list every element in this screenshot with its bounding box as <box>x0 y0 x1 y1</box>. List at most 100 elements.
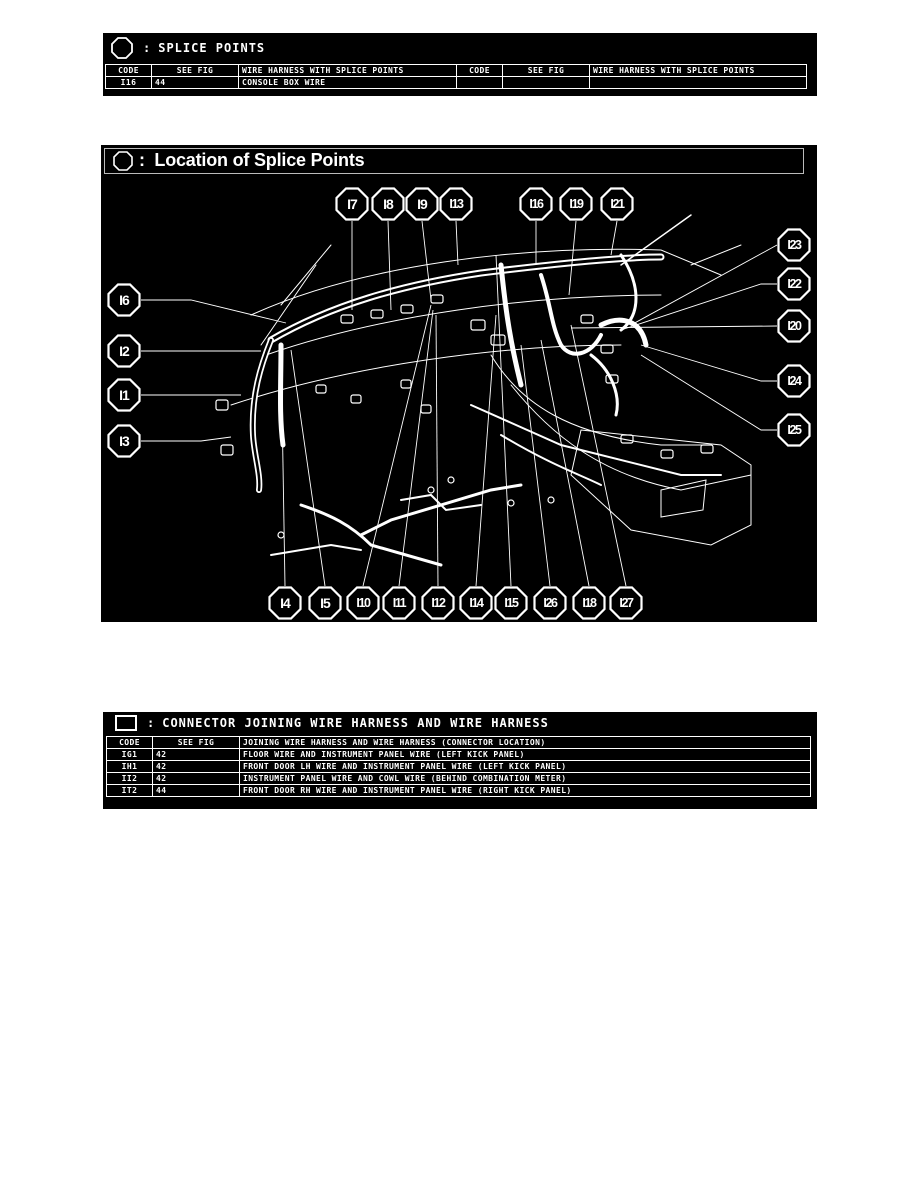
splice-callout-i11: I11 <box>382 586 416 620</box>
callout-label: I9 <box>417 196 428 212</box>
octagon-icon <box>777 228 811 262</box>
splice-points-panel: : SPLICE POINTS CODE SEE FIG WIRE HARNES… <box>103 33 817 96</box>
table-row: II2 42 INSTRUMENT PANEL WIRE AND COWL WI… <box>106 772 811 785</box>
callout-label: I12 <box>431 596 446 610</box>
splice-callout-i22: I22 <box>777 267 811 301</box>
octagon-icon <box>494 586 528 620</box>
callout-label: I1 <box>119 387 130 403</box>
cell-see-fig: 42 <box>152 760 240 773</box>
splice-location-diagram: : Location of Splice Points <box>101 145 817 622</box>
splice-callout-i23: I23 <box>777 228 811 262</box>
octagon-icon <box>107 334 141 368</box>
column-header-see-fig: SEE FIG <box>151 64 239 77</box>
splice-callout-i21: I21 <box>600 187 634 221</box>
splice-callout-i20: I20 <box>777 309 811 343</box>
splice-callout-i14: I14 <box>459 586 493 620</box>
cell-code: IH1 <box>106 760 153 773</box>
callout-label: I26 <box>543 596 558 610</box>
octagon-icon <box>111 37 133 59</box>
callout-label: I5 <box>320 595 331 611</box>
table-row: IH1 42 FRONT DOOR LH WIRE AND INSTRUMENT… <box>106 760 811 773</box>
octagon-icon <box>609 586 643 620</box>
callout-label: I16 <box>529 197 544 211</box>
cell-code: II2 <box>106 772 153 785</box>
callout-label: I7 <box>347 196 358 212</box>
splice-callout-i18: I18 <box>572 586 606 620</box>
column-header-code-2: CODE <box>456 64 503 77</box>
octagon-icon <box>559 187 593 221</box>
cell-code: I16 <box>105 76 152 89</box>
splice-callout-i1: I1 <box>107 378 141 412</box>
title-text: Location of Splice Points <box>154 150 365 170</box>
splice-callout-i4: I4 <box>268 586 302 620</box>
callout-label: I11 <box>392 596 407 610</box>
octagon-icon <box>107 283 141 317</box>
connector-header: : CONNECTOR JOINING WIRE HARNESS AND WIR… <box>103 712 549 734</box>
column-header-see-fig-2: SEE FIG <box>502 64 590 77</box>
connector-panel: : CONNECTOR JOINING WIRE HARNESS AND WIR… <box>103 712 817 809</box>
octagon-icon <box>519 187 553 221</box>
cell-see-fig: 42 <box>152 748 240 761</box>
callout-label: I8 <box>383 196 394 212</box>
callout-label: I25 <box>787 423 802 437</box>
splice-points-header: : SPLICE POINTS <box>103 33 265 63</box>
title-colon: : <box>139 150 145 170</box>
callout-label: I15 <box>504 596 519 610</box>
cell-code-2 <box>456 76 503 89</box>
column-header-harness: WIRE HARNESS WITH SPLICE POINTS <box>238 64 457 77</box>
splice-points-table: CODE SEE FIG WIRE HARNESS WITH SPLICE PO… <box>105 64 807 89</box>
column-header-see-fig: SEE FIG <box>152 736 240 749</box>
splice-callout-i27: I27 <box>609 586 643 620</box>
callout-label: I2 <box>119 343 130 359</box>
callout-label: I19 <box>569 197 584 211</box>
splice-callout-i16: I16 <box>519 187 553 221</box>
cell-description: FLOOR WIRE AND INSTRUMENT PANEL WIRE (LE… <box>239 748 811 761</box>
cell-see-fig: 42 <box>152 772 240 785</box>
splice-callout-i24: I24 <box>777 364 811 398</box>
column-header-harness-2: WIRE HARNESS WITH SPLICE POINTS <box>589 64 807 77</box>
splice-callout-i10: I10 <box>346 586 380 620</box>
callout-label: I23 <box>787 238 802 252</box>
cell-description: FRONT DOOR RH WIRE AND INSTRUMENT PANEL … <box>239 784 811 797</box>
splice-callout-i3: I3 <box>107 424 141 458</box>
octagon-icon <box>335 187 369 221</box>
cell-see-fig: 44 <box>152 784 240 797</box>
splice-callout-i25: I25 <box>777 413 811 447</box>
diagram-title: : Location of Splice Points <box>139 150 365 171</box>
cell-code: IG1 <box>106 748 153 761</box>
column-header-code: CODE <box>105 64 152 77</box>
callout-label: I10 <box>356 596 371 610</box>
cell-code: IT2 <box>106 784 153 797</box>
splice-callout-i9: I9 <box>405 187 439 221</box>
splice-callout-i13: I13 <box>439 187 473 221</box>
cell-see-fig: 44 <box>151 76 239 89</box>
splice-callout-i2: I2 <box>107 334 141 368</box>
callout-label: I18 <box>582 596 597 610</box>
octagon-icon <box>777 364 811 398</box>
octagon-icon <box>382 586 416 620</box>
cell-harness: CONSOLE BOX WIRE <box>238 76 457 89</box>
octagon-icon <box>777 413 811 447</box>
connector-table: CODE SEE FIG JOINING WIRE HARNESS AND WI… <box>106 736 811 797</box>
cell-description: INSTRUMENT PANEL WIRE AND COWL WIRE (BEH… <box>239 772 811 785</box>
splice-callout-i26: I26 <box>533 586 567 620</box>
callout-label: I22 <box>787 277 802 291</box>
octagon-icon <box>308 586 342 620</box>
cell-harness-2 <box>589 76 807 89</box>
column-header-code: CODE <box>106 736 153 749</box>
column-header-description: JOINING WIRE HARNESS AND WIRE HARNESS (C… <box>239 736 811 749</box>
table-row: IT2 44 FRONT DOOR RH WIRE AND INSTRUMENT… <box>106 784 811 797</box>
octagon-icon <box>459 586 493 620</box>
octagon-icon <box>572 586 606 620</box>
octagon-icon <box>268 586 302 620</box>
octagon-icon <box>346 586 380 620</box>
splice-callout-i5: I5 <box>308 586 342 620</box>
octagon-icon <box>405 187 439 221</box>
splice-callout-i7: I7 <box>335 187 369 221</box>
table-header-row: CODE SEE FIG JOINING WIRE HARNESS AND WI… <box>106 736 811 749</box>
table-header-row: CODE SEE FIG WIRE HARNESS WITH SPLICE PO… <box>105 64 807 77</box>
wiring-harness-illustration <box>141 214 778 587</box>
header-colon: : <box>147 716 155 730</box>
splice-callout-i6: I6 <box>107 283 141 317</box>
splice-callout-i19: I19 <box>559 187 593 221</box>
